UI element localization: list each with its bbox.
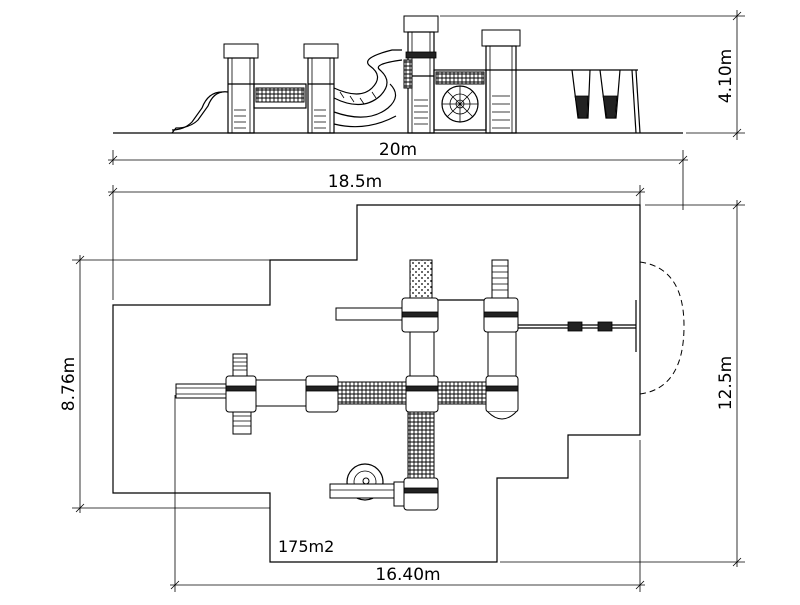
platform-a-plan [225, 375, 257, 413]
platform-b-plan [305, 375, 339, 413]
bridge-bc-plan [337, 381, 407, 405]
dim-height-elevation-label: 4.10m [716, 49, 736, 103]
bridge-2-elevation [433, 69, 487, 131]
platform-e-plan [483, 297, 519, 333]
bridge-cg-plan [407, 411, 435, 479]
dim-height-elevation: 4.10m [440, 10, 745, 140]
swing-beam-plan [518, 300, 637, 352]
dim-total-width-label: 20m [379, 140, 417, 160]
swing-safety-zone [639, 261, 685, 395]
tower-4-elevation [481, 29, 521, 134]
climbing-wall-plan [409, 259, 433, 299]
equipment-plan [175, 259, 637, 511]
bridge-cf-plan [409, 329, 435, 377]
dim-total-width: 20m [108, 140, 688, 210]
dim-bottom-width-label: 16.40m [375, 565, 440, 585]
elevation-view [113, 15, 683, 134]
swing-elevation [516, 69, 641, 134]
dim-inner-width: 18.5m [108, 172, 645, 300]
slide-top-plan [335, 307, 403, 321]
dim-bottom-width: 16.40m [170, 395, 645, 592]
dim-left-height-label: 8.76m [59, 357, 79, 411]
safety-area-outline [112, 204, 641, 563]
tower-2-elevation [303, 43, 339, 134]
dim-left-height: 8.76m [59, 255, 270, 513]
tower-3-elevation [403, 15, 439, 134]
platform-g-plan [393, 477, 439, 511]
ladder-left-plan [232, 353, 252, 435]
slide-left-plan [175, 383, 229, 399]
dim-right-height-label: 12.5m [716, 356, 736, 410]
ladder-top-right-plan [491, 259, 509, 299]
bridge-de-plan [487, 329, 517, 377]
dim-right-height: 12.5m [500, 200, 745, 567]
bridge-cd-plan [437, 381, 487, 405]
dim-inner-width-label: 18.5m [328, 172, 382, 192]
platform-f-plan [401, 297, 439, 333]
bridge-1-elevation [253, 83, 307, 109]
slide-left-elevation [171, 91, 229, 134]
spiral-slide-plan [329, 463, 395, 501]
area-label: 175m2 [278, 537, 334, 556]
platform-c-plan [405, 375, 439, 413]
spiral-slide-elevation [333, 49, 403, 128]
platform-d-plan [485, 375, 519, 420]
tower-1-elevation [223, 43, 259, 134]
bridge-ab-plan [255, 379, 307, 407]
